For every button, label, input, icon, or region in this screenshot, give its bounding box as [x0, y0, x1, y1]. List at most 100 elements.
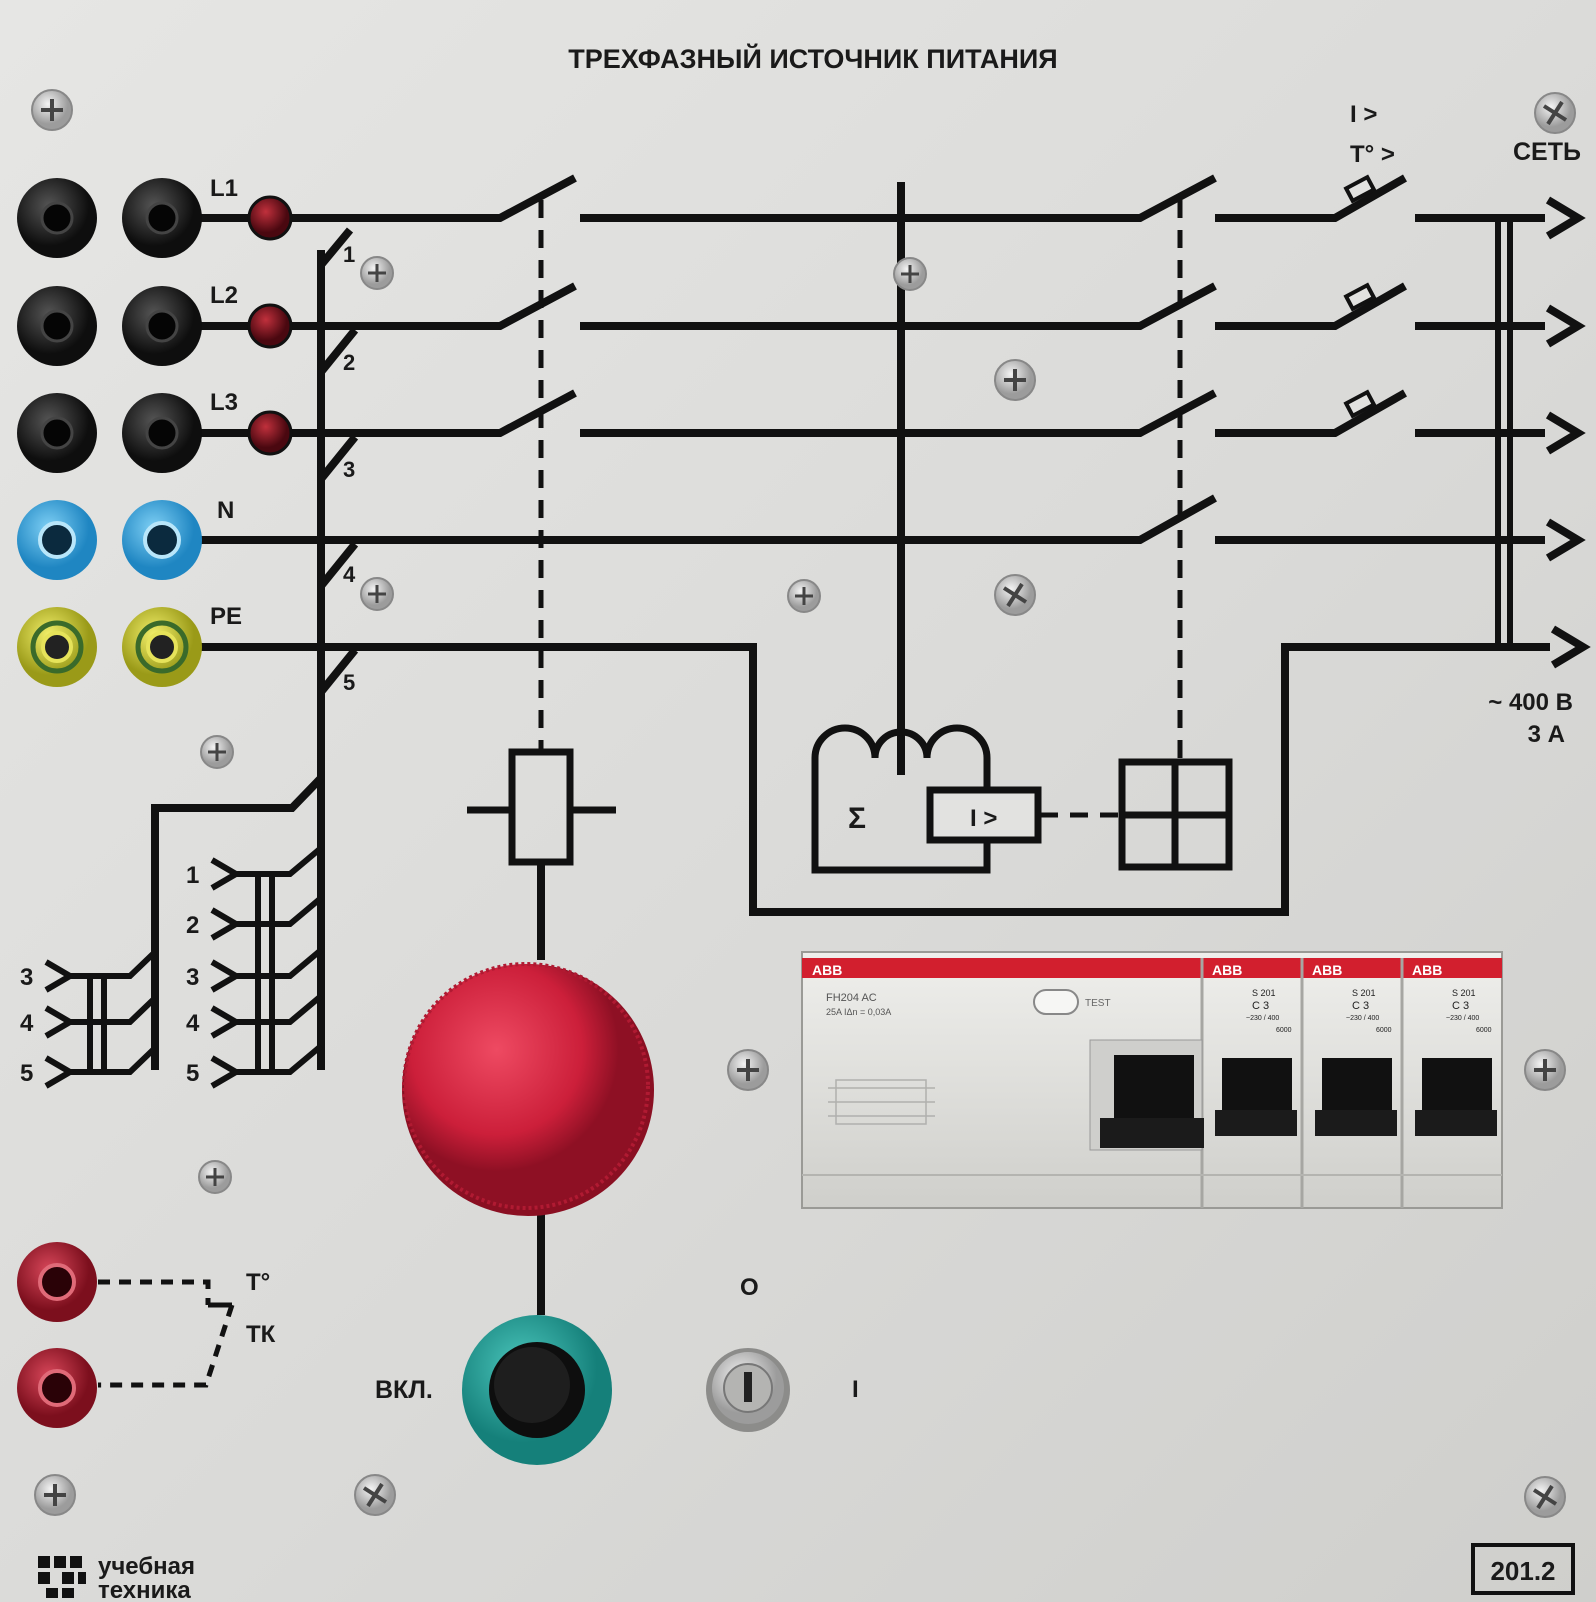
rcd-relay-label: I >	[970, 805, 997, 832]
brand-name-line2: техника	[98, 1577, 191, 1602]
contactor-coil-symbol	[467, 748, 616, 866]
screw-icon	[34, 1474, 76, 1516]
socket-n-a[interactable]	[17, 500, 97, 580]
selector-left-4: 4	[20, 1010, 34, 1037]
socket-l1-a[interactable]	[17, 178, 97, 258]
mcb-2-model: S 201	[1352, 988, 1376, 998]
rcd-test-button[interactable]	[1033, 989, 1079, 1015]
mcb-2-voltage: ~230 / 400	[1346, 1015, 1379, 1022]
rcd-rating: 25A IΔn = 0,03A	[826, 1007, 891, 1017]
output-label: СЕТЬ	[1513, 138, 1581, 166]
socket-l1-b[interactable]	[122, 178, 202, 258]
screw-icon	[1524, 1476, 1566, 1518]
tap-number-5: 5	[343, 670, 355, 695]
tap-number-2: 2	[343, 350, 355, 375]
screw-icon	[787, 579, 821, 613]
label-l1: L1	[210, 175, 238, 202]
abb-logo: ABB	[1212, 962, 1242, 978]
breaker-flags	[1343, 174, 1377, 419]
rcd-symbol	[811, 724, 1233, 874]
screw-icon	[1534, 92, 1576, 134]
tap-number-3: 3	[343, 457, 355, 482]
selector-right-3: 3	[186, 964, 199, 991]
screw-icon	[360, 256, 394, 290]
selector-right-2: 2	[186, 912, 199, 939]
output-arrows	[1545, 196, 1591, 669]
mechanical-links	[538, 200, 1183, 818]
tap-number-4: 4	[343, 562, 356, 587]
overcurrent-label: I >	[1350, 101, 1377, 128]
screw-icon	[31, 89, 73, 131]
mcb-1-capacity: 6000	[1276, 1027, 1292, 1034]
panel-title: ТРЕХФАЗНЫЙ ИСТОЧНИК ПИТАНИЯ	[568, 43, 1057, 74]
label-n: N	[217, 497, 234, 524]
model-number-plate	[1471, 1543, 1575, 1595]
on-button-label: ВКЛ.	[375, 1376, 433, 1404]
indicator-lamp-l2	[247, 303, 293, 349]
mcb-1-voltage: ~230 / 400	[1246, 1015, 1279, 1022]
mcb-1-curve: C 3	[1252, 1000, 1269, 1012]
selector-right-1: 1	[186, 862, 199, 889]
thermal-label: T° >	[1350, 141, 1395, 168]
socket-l2-b[interactable]	[122, 286, 202, 366]
screw-icon	[198, 1160, 232, 1194]
indicator-lamp-l1	[247, 195, 293, 241]
mcb-lever-2[interactable]	[1315, 1058, 1397, 1136]
mcb-3-model: S 201	[1452, 988, 1476, 998]
thermal-contact-t-label: T°	[246, 1269, 270, 1296]
selector-right	[210, 845, 323, 1089]
selector-left-3: 3	[20, 964, 33, 991]
output-voltage: ~ 400 В	[1488, 689, 1573, 716]
socket-l2-a[interactable]	[17, 286, 97, 366]
selector-right-5: 5	[186, 1060, 199, 1087]
socket-thermal-a[interactable]	[17, 1242, 97, 1322]
mcb-2-capacity: 6000	[1376, 1027, 1392, 1034]
socket-l3-a[interactable]	[17, 393, 97, 473]
rcd-lever[interactable]	[1089, 1039, 1204, 1151]
key-off-label: О	[740, 1274, 759, 1301]
rcd-test-label: TEST	[1085, 998, 1111, 1009]
mcb-lever-3[interactable]	[1415, 1058, 1497, 1136]
selector-left-5: 5	[20, 1060, 33, 1087]
screw-icon	[893, 257, 927, 291]
rcd-module	[802, 958, 1202, 978]
screw-icon	[994, 574, 1036, 616]
mcb-3-curve: C 3	[1452, 1000, 1469, 1012]
brand-name-line1: учебная	[98, 1553, 195, 1580]
mcb-3-capacity: 6000	[1476, 1027, 1492, 1034]
thermal-contact-tk-label: ТК	[246, 1321, 276, 1348]
mcb-lever-1[interactable]	[1215, 1058, 1297, 1136]
key-on-label: I	[852, 1376, 859, 1403]
label-pe: PE	[210, 603, 242, 630]
socket-n-b[interactable]	[122, 500, 202, 580]
label-l3: L3	[210, 389, 238, 416]
emergency-stop-button[interactable]	[402, 962, 654, 1216]
bus-lines	[151, 174, 1550, 1315]
tap-number-1: 1	[343, 242, 355, 267]
rcd-sum-symbol: Σ	[848, 802, 866, 835]
on-button[interactable]	[462, 1315, 612, 1465]
label-l2: L2	[210, 282, 238, 309]
socket-l3-b[interactable]	[122, 393, 202, 473]
screw-icon	[200, 735, 234, 769]
abb-logo: ABB	[812, 962, 842, 978]
socket-thermal-b[interactable]	[17, 1348, 97, 1428]
screw-icon	[994, 359, 1036, 401]
abb-logo: ABB	[1312, 962, 1342, 978]
brand-logo-icon	[38, 1556, 86, 1598]
screw-icon	[354, 1474, 396, 1516]
breaker-assembly	[801, 951, 1503, 1209]
key-switch[interactable]	[706, 1348, 790, 1432]
screw-icon	[360, 577, 394, 611]
socket-pe-b[interactable]	[122, 607, 202, 687]
selector-right-4: 4	[186, 1010, 200, 1037]
mcb-1-model: S 201	[1252, 988, 1276, 998]
output-current: 3 А	[1528, 721, 1565, 748]
indicator-lamp-l3	[247, 410, 293, 456]
screws	[31, 89, 1576, 1518]
socket-pe-a[interactable]	[17, 607, 97, 687]
abb-logo: ABB	[1412, 962, 1442, 978]
screw-icon	[1524, 1049, 1566, 1091]
